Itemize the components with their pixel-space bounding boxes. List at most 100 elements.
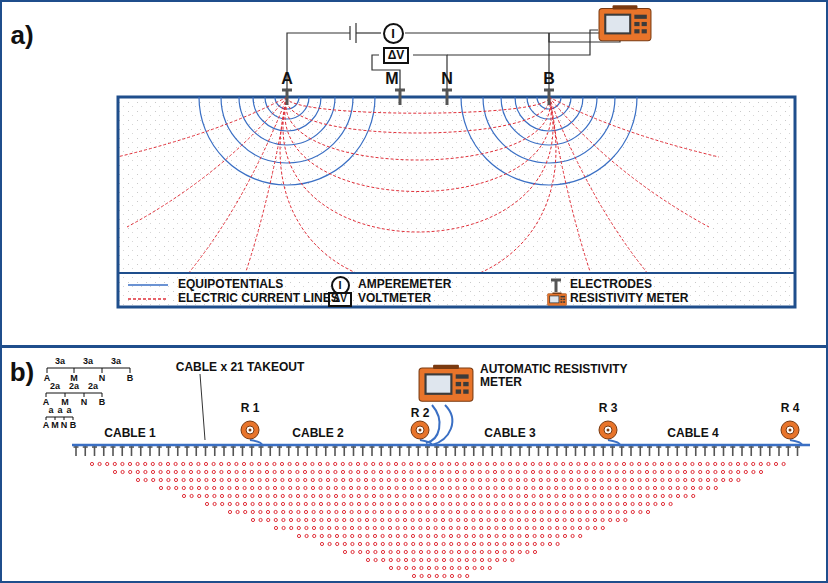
data-point — [638, 486, 641, 489]
data-point — [433, 502, 436, 505]
data-point — [593, 494, 596, 497]
data-point — [435, 550, 438, 553]
data-point — [661, 494, 664, 497]
data-point — [394, 462, 397, 465]
data-point — [366, 550, 369, 553]
electrode — [601, 446, 606, 448]
data-point — [714, 470, 717, 473]
data-point — [290, 526, 293, 529]
data-point — [463, 462, 466, 465]
data-point — [509, 478, 512, 481]
data-point — [250, 462, 253, 465]
data-point — [243, 502, 246, 505]
data-point — [425, 478, 428, 481]
data-point — [570, 510, 573, 513]
data-point — [350, 510, 353, 513]
label-text: N — [441, 70, 453, 88]
data-point — [547, 478, 550, 481]
data-point — [404, 550, 407, 553]
data-point — [336, 542, 339, 545]
data-point — [434, 542, 437, 545]
data-point — [721, 470, 724, 473]
data-point — [494, 510, 497, 513]
data-point — [312, 526, 315, 529]
data-point — [258, 478, 261, 481]
data-point — [465, 550, 468, 553]
data-point — [510, 526, 513, 529]
label-text: a — [66, 406, 71, 416]
data-point — [273, 486, 276, 489]
data-point — [593, 510, 596, 513]
data-point — [752, 470, 755, 473]
data-point — [752, 462, 755, 465]
data-point — [289, 486, 292, 489]
data-point — [136, 462, 139, 465]
data-point — [319, 502, 322, 505]
data-point — [571, 534, 574, 537]
data-point — [698, 462, 701, 465]
data-point — [487, 510, 490, 513]
data-point — [449, 518, 452, 521]
data-point — [601, 502, 604, 505]
data-point — [311, 486, 314, 489]
data-point — [571, 518, 574, 521]
legend-text: ELECTRIC CURRENT LINES — [178, 292, 339, 305]
data-point — [501, 486, 504, 489]
data-point — [744, 462, 747, 465]
data-point — [335, 518, 338, 521]
data-point — [335, 526, 338, 529]
electrode — [786, 446, 791, 448]
data-point — [190, 486, 193, 489]
data-point — [328, 534, 331, 537]
data-point — [427, 566, 430, 569]
current-line — [287, 97, 549, 113]
electrode-spread — [74, 445, 801, 456]
data-point — [221, 502, 224, 505]
data-point — [387, 478, 390, 481]
resistivity-meter-icon — [599, 5, 651, 40]
data-point — [593, 518, 596, 521]
data-point — [266, 478, 269, 481]
electrode — [610, 446, 615, 448]
data-point — [365, 486, 368, 489]
data-point — [449, 526, 452, 529]
electrode — [397, 446, 402, 448]
data-point — [313, 534, 316, 537]
data-point — [532, 494, 535, 497]
data-point — [571, 526, 574, 529]
data-point — [473, 566, 476, 569]
data-point — [343, 526, 346, 529]
data-point — [441, 494, 444, 497]
data-point — [198, 494, 201, 497]
data-point — [128, 462, 131, 465]
electrode — [222, 446, 227, 448]
data-point — [296, 478, 299, 481]
data-point — [473, 550, 476, 553]
data-point — [464, 494, 467, 497]
data-point — [480, 526, 483, 529]
data-point — [396, 518, 399, 521]
data-point — [433, 478, 436, 481]
data-point — [428, 574, 431, 577]
data-point — [425, 470, 428, 473]
data-point — [205, 502, 208, 505]
data-point — [593, 502, 596, 505]
data-point — [539, 470, 542, 473]
data-point — [622, 462, 625, 465]
data-point — [197, 478, 200, 481]
data-point — [585, 486, 588, 489]
data-point — [450, 542, 453, 545]
electrode — [157, 446, 162, 448]
data-point — [563, 526, 566, 529]
data-point — [228, 502, 231, 505]
data-point — [494, 486, 497, 489]
data-point — [707, 486, 710, 489]
data-point — [305, 518, 308, 521]
data-point — [250, 470, 253, 473]
data-point — [320, 534, 323, 537]
data-point — [404, 534, 407, 537]
data-point — [631, 494, 634, 497]
data-point — [555, 486, 558, 489]
data-point — [608, 486, 611, 489]
data-point — [236, 494, 239, 497]
